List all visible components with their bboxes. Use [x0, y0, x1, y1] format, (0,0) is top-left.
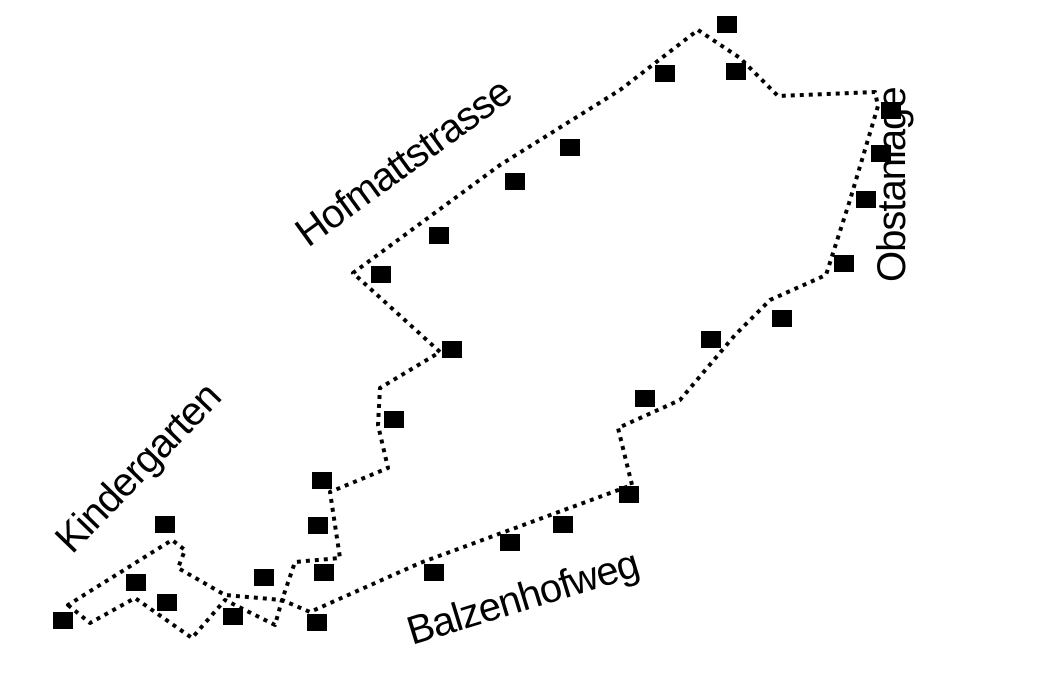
west-area-boundary — [66, 538, 284, 640]
boundary-marker-27 — [126, 574, 146, 591]
boundary-marker-21 — [307, 614, 327, 631]
boundary-marker-9 — [701, 331, 721, 348]
boundary-marker-16 — [384, 411, 404, 428]
boundary-marker-4 — [881, 102, 901, 119]
boundary-marker-26 — [155, 516, 175, 533]
main-site-boundary — [280, 28, 880, 614]
label-hofmattstrasse: Hofmattstrasse — [287, 70, 519, 255]
boundary-markers — [53, 16, 901, 631]
boundary-marker-14 — [371, 266, 391, 283]
label-kindergarten: Kindergarten — [47, 375, 229, 562]
boundary-marker-11 — [560, 139, 580, 156]
boundary-marker-5 — [871, 145, 891, 162]
boundary-marker-8 — [772, 310, 792, 327]
boundary-marker-10 — [635, 390, 655, 407]
boundary-marker-25 — [619, 486, 639, 503]
boundary-marker-23 — [500, 534, 520, 551]
boundary-marker-3 — [726, 63, 746, 80]
boundary-marker-19 — [314, 564, 334, 581]
boundary-marker-15 — [442, 341, 462, 358]
boundary-marker-1 — [717, 16, 737, 33]
boundary-marker-22 — [424, 564, 444, 581]
label-obstanlage: Obstanlage — [870, 87, 914, 282]
boundary-marker-24 — [553, 516, 573, 533]
boundary-marker-6 — [856, 191, 876, 208]
boundary-marker-7 — [834, 255, 854, 272]
boundary-marker-20 — [254, 569, 274, 586]
boundary-marker-28 — [157, 594, 177, 611]
label-balzenhofweg: Balzenhofweg — [402, 542, 644, 654]
boundary-marker-29 — [223, 608, 243, 625]
boundary-marker-30 — [53, 612, 73, 629]
boundary-marker-12 — [505, 173, 525, 190]
boundary-marker-17 — [312, 472, 332, 489]
boundary-marker-18 — [308, 517, 328, 534]
boundary-marker-2 — [655, 65, 675, 82]
boundary-marker-13 — [429, 227, 449, 244]
